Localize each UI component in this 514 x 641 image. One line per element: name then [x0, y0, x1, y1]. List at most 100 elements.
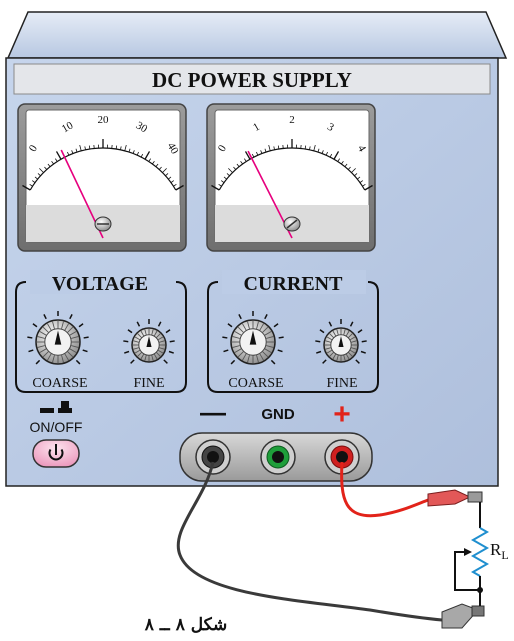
- knob-scale-mark: [315, 340, 321, 343]
- meter-tick: [155, 163, 159, 167]
- knob-scale-mark: [223, 349, 229, 353]
- knob-scale-mark: [277, 349, 283, 353]
- meter-tick: [136, 151, 139, 156]
- meter-tick: [88, 145, 91, 150]
- meter-tick: [251, 153, 255, 158]
- knob-scale-mark: [83, 336, 89, 339]
- meter-tick: [44, 166, 48, 170]
- red-wire: [340, 461, 429, 518]
- power-switch-label: ON/OFF: [30, 419, 83, 435]
- knob-scale-mark: [163, 359, 168, 364]
- knob-scale-mark: [69, 314, 73, 320]
- knob-scale-mark: [316, 350, 322, 354]
- knob-scale-mark: [123, 340, 129, 343]
- meter-tick: [175, 184, 184, 191]
- load-resistor: [454, 502, 490, 606]
- device-title: DC POWER SUPPLY: [152, 68, 352, 92]
- plus-terminal[interactable]: [324, 439, 360, 475]
- minus-terminal-label: —: [200, 397, 226, 427]
- knob-pointer-icon: [54, 330, 62, 345]
- resistor-label: RL: [490, 540, 509, 562]
- meter-tick: [244, 158, 247, 162]
- meter-tick: [148, 158, 151, 162]
- switch-released-icon: [40, 408, 54, 413]
- current-coarse-knob[interactable]: [222, 311, 284, 365]
- current-tick-label: 0: [216, 143, 229, 154]
- meter-tick: [71, 150, 74, 154]
- knob-scale-mark: [270, 359, 276, 365]
- current-coarse-label: COARSE: [228, 376, 283, 391]
- meter-tick: [223, 176, 227, 180]
- knob-scale-mark: [264, 314, 268, 320]
- cabinet-top: [6, 11, 508, 59]
- minus-terminal[interactable]: [195, 439, 231, 475]
- knob-scale-mark: [168, 350, 174, 354]
- voltage-meter: 0 10 20 30 40: [17, 103, 187, 252]
- knob-scale-mark: [319, 329, 325, 334]
- meter-tick: [309, 146, 311, 150]
- meter-tick: [211, 184, 220, 191]
- meter-tick: [55, 158, 58, 162]
- knob-scale-mark: [357, 329, 363, 334]
- voltage-fine-label: FINE: [133, 376, 164, 391]
- meter-tick: [268, 144, 271, 151]
- knob-scale-mark: [328, 321, 333, 327]
- meter-tick: [341, 160, 344, 165]
- meter-tick: [22, 184, 31, 191]
- meter-tick: [260, 150, 263, 154]
- meter-tick: [75, 148, 78, 153]
- red-clip: [427, 489, 483, 507]
- voltage-coarse-knob[interactable]: [27, 311, 89, 365]
- meter-tick: [168, 176, 172, 180]
- meter-tick: [124, 144, 127, 151]
- power-icon: [48, 444, 64, 461]
- knob-scale-mark: [32, 323, 38, 328]
- switch-pressed-icon: [61, 401, 69, 408]
- meter-tick: [256, 151, 259, 156]
- knob-scale-mark: [230, 359, 236, 365]
- gnd-terminal[interactable]: [260, 439, 296, 475]
- knob-scale-mark: [157, 321, 162, 327]
- power-switch[interactable]: ON/OFF: [30, 401, 83, 468]
- meter-tick: [51, 160, 54, 165]
- meter-tick: [277, 145, 280, 150]
- knob-scale-mark: [136, 321, 141, 327]
- meter-tick: [37, 173, 41, 177]
- current-fine-label: FINE: [326, 376, 357, 391]
- current-tick-label: 3: [325, 121, 336, 134]
- meter-tick: [304, 145, 307, 150]
- knob-scale-mark: [238, 314, 242, 320]
- meter-tick: [273, 146, 275, 150]
- knob-scale-mark: [75, 359, 81, 365]
- meter-tick: [325, 151, 328, 156]
- meter-tick: [120, 146, 122, 150]
- meter-tick: [115, 145, 118, 150]
- knob-scale-mark: [355, 359, 360, 364]
- meter-tick: [162, 168, 167, 173]
- voltage-fine-knob[interactable]: [123, 319, 175, 364]
- knob-pointer-icon: [146, 336, 152, 348]
- knob-scale-mark: [27, 336, 33, 339]
- gnd-terminal-label: GND: [261, 406, 295, 423]
- knob-scale-mark: [35, 359, 41, 365]
- knob-scale-mark: [349, 321, 354, 327]
- current-fine-knob[interactable]: [315, 319, 367, 364]
- voltage-control-group: VOLTAGE COARSE FINE: [15, 270, 187, 393]
- knob-scale-mark: [273, 323, 279, 328]
- title-bar: [13, 63, 491, 95]
- black-wire: [176, 461, 443, 622]
- meter-tick: [226, 173, 230, 177]
- meter-tick: [337, 158, 340, 162]
- voltage-group-title: VOLTAGE: [52, 273, 148, 295]
- meter-tick: [220, 180, 225, 183]
- figure-caption: شکل ۸ ــ ۸: [144, 615, 228, 635]
- knob-scale-mark: [227, 323, 233, 328]
- meter-tick: [357, 176, 361, 180]
- meter-tick: [84, 146, 86, 150]
- meter-tick: [170, 180, 175, 183]
- voltage-tick-label: 20: [98, 114, 110, 126]
- meter-tick: [317, 148, 320, 153]
- meter-tick: [140, 153, 144, 158]
- current-control-group: CURRENT COARSE FINE: [207, 270, 379, 393]
